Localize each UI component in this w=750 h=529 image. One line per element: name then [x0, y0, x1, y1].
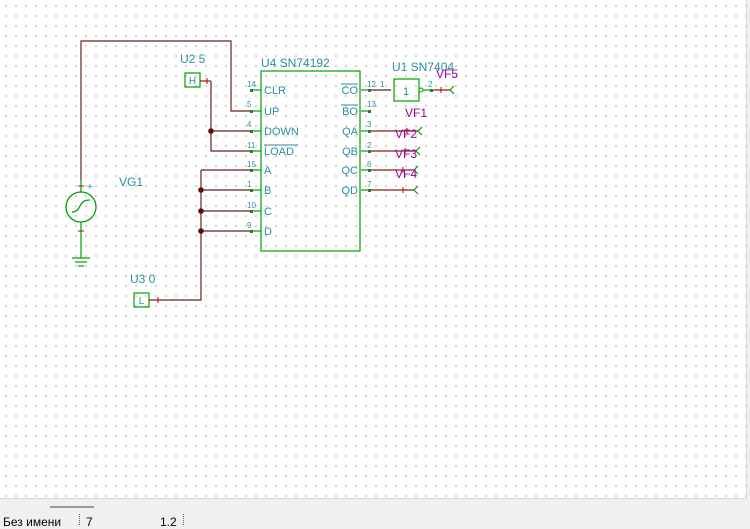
probe-label-vf3: VF3 — [395, 147, 417, 161]
high-source-symbol: H — [189, 76, 196, 87]
status-field-2: 7 — [86, 515, 93, 529]
counter-body[interactable] — [260, 70, 361, 252]
counter-right-pin-numbers: 12 13 3 2 6 7 — [367, 80, 376, 189]
probe-label-vf4: VF4 — [395, 167, 417, 181]
generator-label: VG1 — [119, 175, 143, 189]
pin-label-load: LOAD — [264, 146, 294, 158]
inverter-bubble — [418, 87, 424, 93]
pin-number: 3 — [367, 120, 372, 129]
pin-label-clr: CLR — [264, 85, 286, 97]
junction-dot — [208, 128, 214, 134]
high-source-label: U2 5 — [180, 52, 206, 66]
counter-right-pin-labels: CO BO QA QB QC QD — [342, 85, 359, 197]
pin-number: 7 — [367, 180, 372, 189]
counter-left-pin-labels: CLR UP DOWN LOAD A B C D — [264, 85, 299, 238]
pin-label-a: A — [264, 165, 272, 177]
junction-dot — [198, 208, 204, 214]
junctions — [198, 128, 214, 234]
probe-arrow[interactable] — [417, 126, 423, 136]
low-source-symbol: L — [139, 296, 145, 307]
probe-arrow[interactable] — [413, 165, 419, 175]
probe-arrow[interactable] — [413, 185, 419, 195]
pin-label-bo: BO — [342, 106, 358, 118]
schematic-canvas[interactable]: U4 SN74192 CLR UP DOWN LOAD A B C D 14 — [0, 0, 747, 499]
pin-label-b: B — [264, 185, 271, 197]
probe-label-vf1: VF1 — [405, 106, 427, 120]
status-separator — [183, 514, 185, 525]
wire-low-bus[interactable] — [170, 170, 202, 301]
probe-label-vf2: VF2 — [395, 127, 417, 141]
pin-label-qc: QC — [342, 165, 359, 177]
status-filename: Без имени — [3, 515, 62, 529]
status-separator — [79, 514, 81, 525]
pin-number: 5 — [247, 100, 252, 109]
pin-number: 10 — [247, 201, 256, 210]
pin-number: 12 — [367, 80, 376, 89]
pin-label-down: DOWN — [264, 126, 299, 138]
wire-high-to-load[interactable] — [210, 81, 251, 152]
high-source-body[interactable] — [184, 72, 201, 88]
pin-number: 4 — [247, 120, 252, 129]
pin-label-qd: QD — [342, 185, 359, 197]
pin-label-up: UP — [264, 106, 279, 118]
pin-label-d: D — [264, 226, 272, 238]
pin-number: 9 — [247, 221, 252, 230]
pin-number: 6 — [367, 160, 372, 169]
probe-arrow[interactable] — [449, 85, 455, 95]
junction-dot — [198, 187, 204, 193]
status-field-3: 1.2 — [160, 515, 177, 529]
probe-label-vf5: VF5 — [436, 67, 458, 81]
pin-number: 14 — [247, 80, 256, 89]
pin-number: 2 — [428, 80, 433, 89]
pin-label-co: CO — [342, 85, 359, 97]
pin-number: 2 — [367, 141, 372, 150]
inverter-ref-label: U1 SN7404 — [392, 60, 454, 74]
pin-number: 13 — [367, 100, 376, 109]
low-source-label: U3 0 — [130, 272, 156, 286]
probe-labels: VF5 VF1 VF2 VF3 VF4 — [395, 67, 458, 181]
pin-number: 11 — [247, 141, 256, 150]
junction-dot — [198, 228, 204, 234]
pin-number: 1 — [380, 80, 385, 89]
schematic-drawing[interactable]: U4 SN74192 CLR UP DOWN LOAD A B C D 14 — [0, 0, 746, 498]
pin-label-qa: QA — [342, 126, 359, 138]
counter-left-pin-dots — [250, 89, 253, 233]
generator-plus-sign: + — [87, 182, 93, 193]
counter-left-pin-numbers: 14 5 4 11 15 1 10 9 — [247, 80, 256, 230]
counter-ref-label: U4 SN74192 — [261, 56, 330, 70]
generator-symbol[interactable] — [65, 180, 97, 267]
probe-leads — [371, 85, 455, 195]
probe-arrow[interactable] — [415, 146, 421, 156]
status-bar — [0, 499, 750, 525]
status-tab-indicator — [50, 506, 94, 508]
counter-right-pin-dots — [368, 89, 371, 192]
inverter-symbol: 1 — [403, 86, 409, 98]
pin-label-c: C — [264, 206, 272, 218]
pin-number: 15 — [247, 160, 256, 169]
wire-generator-to-up[interactable] — [80, 40, 251, 180]
pin-label-qb: QB — [342, 146, 358, 158]
pin-number: 1 — [247, 180, 252, 189]
